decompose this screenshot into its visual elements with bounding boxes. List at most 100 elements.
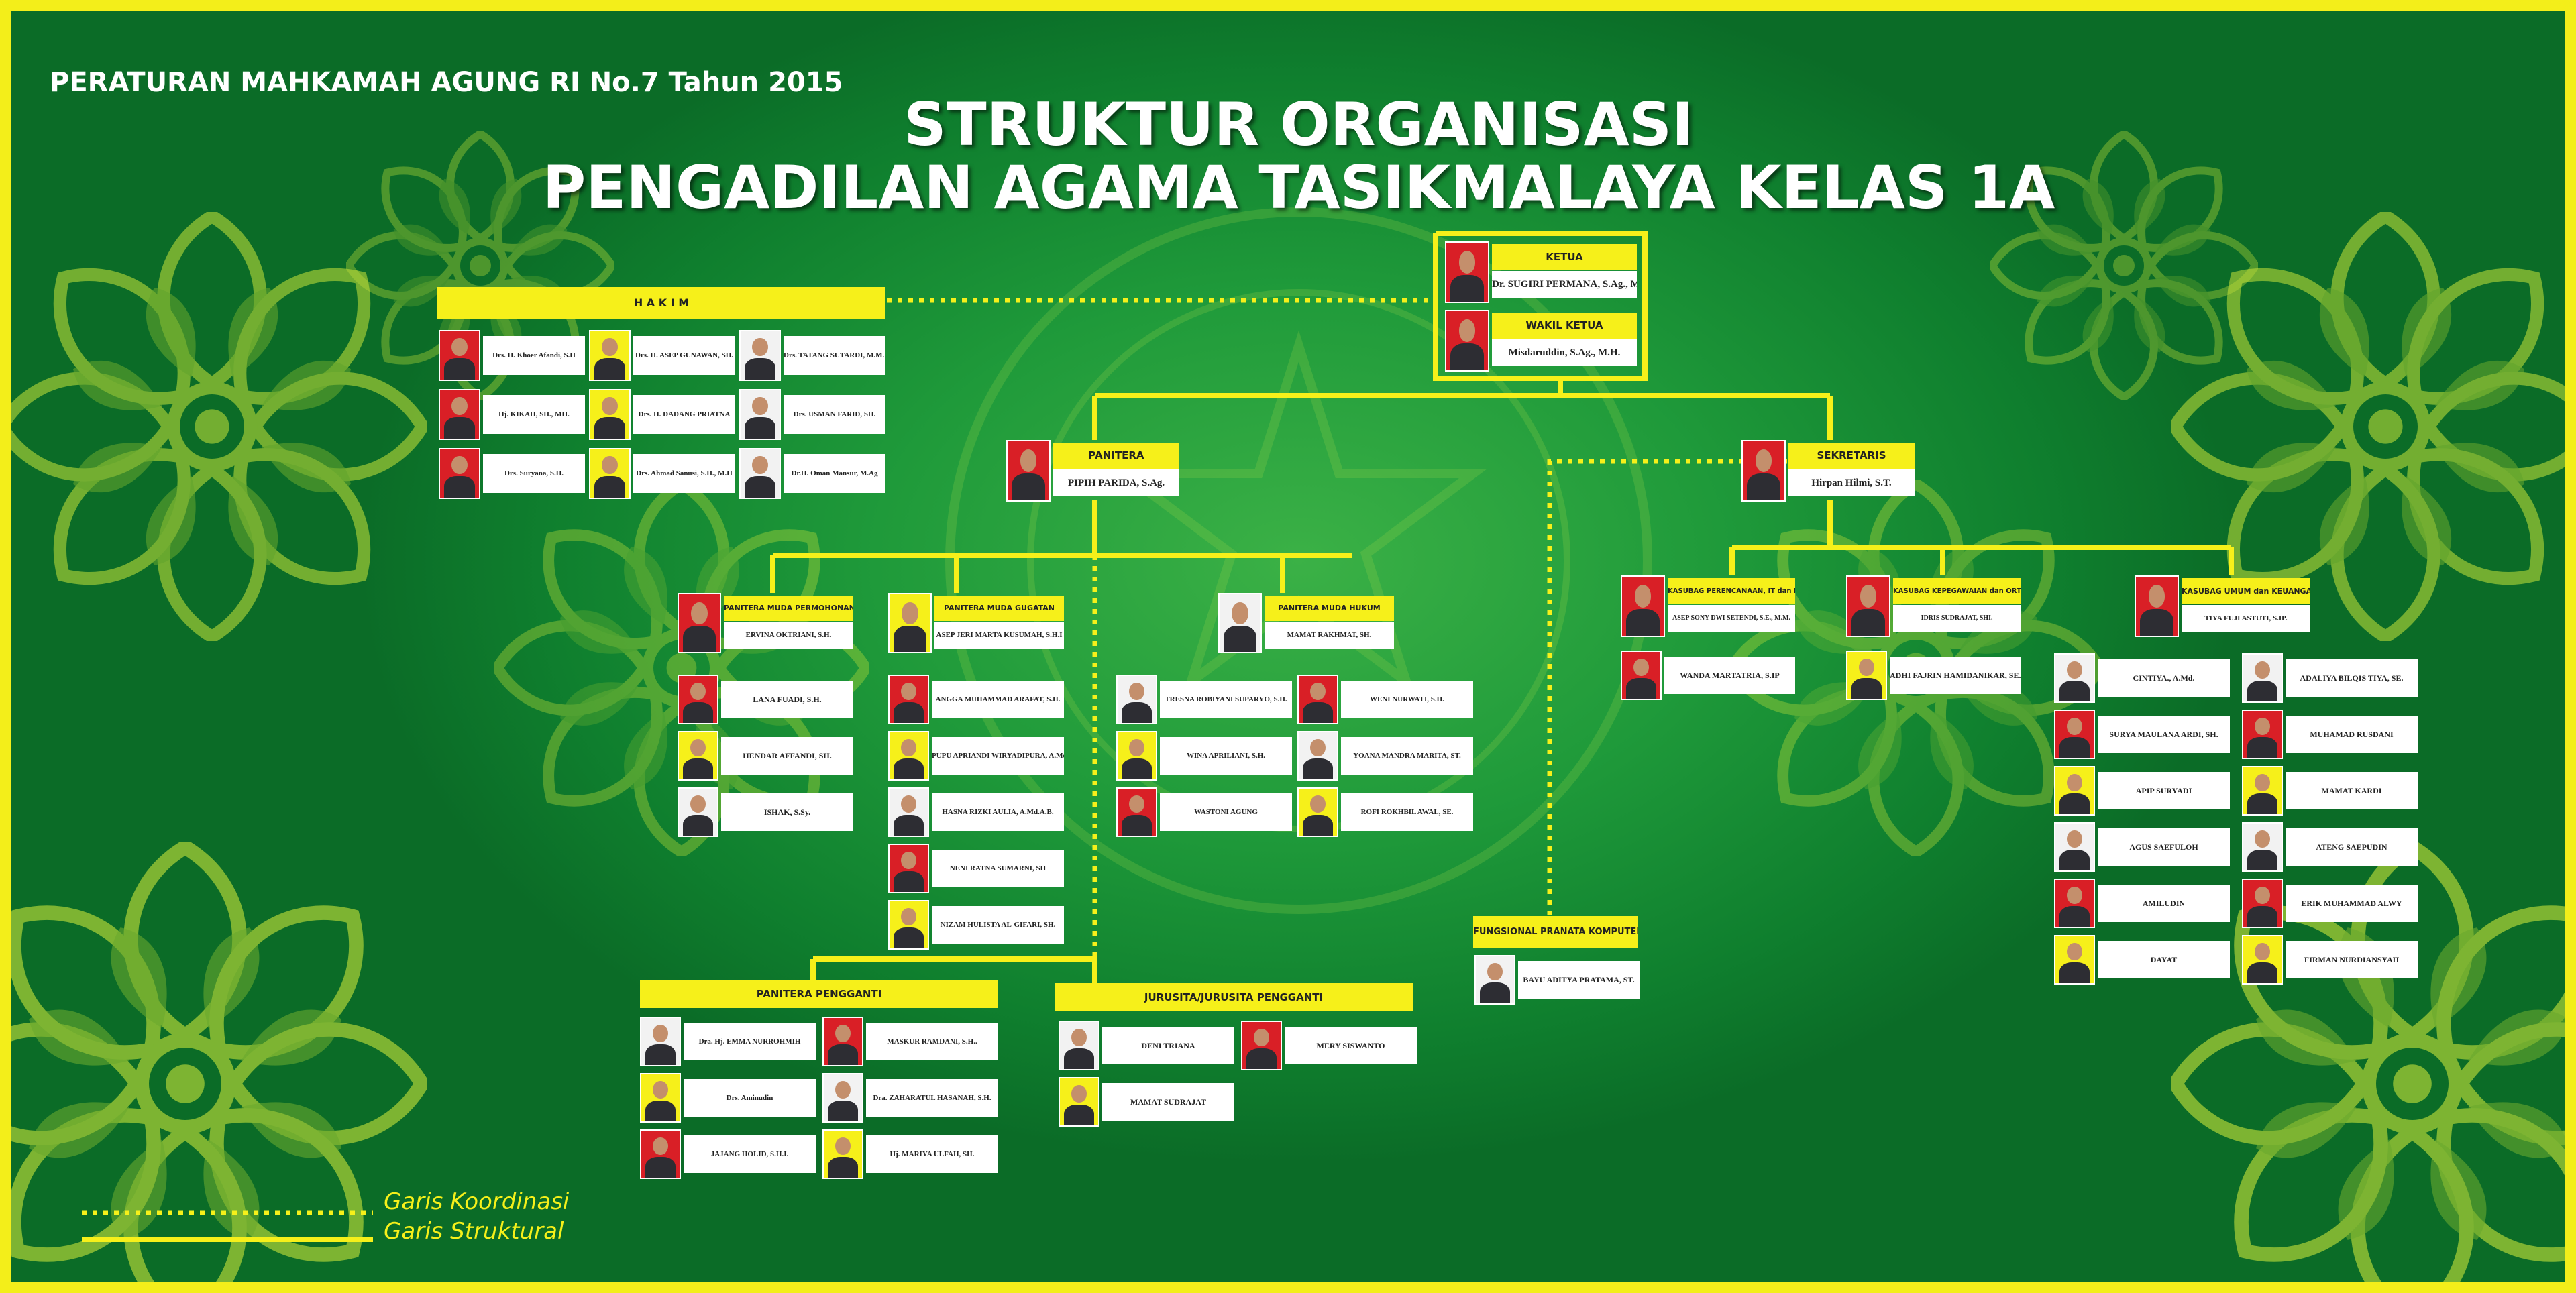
right-arabesque-ornament <box>2171 212 2565 641</box>
kasubag-kepegawaian-photo <box>1846 575 1890 637</box>
kasubag-umum-staff: DAYAT <box>2098 941 2230 978</box>
hakim-member: Drs. TATANG SUTARDI, M.M.A <box>784 336 885 375</box>
panmud-hukum-staff: WASTONI AGUNG <box>1160 793 1292 831</box>
panmud-hukum-name: MAMAT RAKHMAT, SH. <box>1265 622 1394 649</box>
kasubag-umum-staff-photo <box>2054 822 2095 872</box>
panitera-pengganti-member: Dra. ZAHARATUL HASANAH, S.H. <box>866 1079 998 1117</box>
panmud-gugatan-staff-photo <box>888 731 929 781</box>
jurusita-member: MAMAT SUDRAJAT <box>1102 1083 1234 1121</box>
panitera-pengganti-member: Dra. Hj. EMMA NURROHMIH <box>684 1023 816 1060</box>
ketua-name: Dr. SUGIRI PERMANA, S.Ag., M.H. <box>1492 271 1637 298</box>
kasubag-perencanaan-photo <box>1621 575 1665 637</box>
hakim-member-photo <box>439 330 480 381</box>
kasubag-umum-staff: MAMAT KARDI <box>2286 772 2418 809</box>
kasubag-perencanaan-title: KASUBAG PERENCANAAN, IT dan PELAPORAN <box>1668 578 1795 604</box>
panitera-photo <box>1006 440 1051 502</box>
sekretaris-photo <box>1741 440 1786 502</box>
jurusita-member: MERY SISWANTO <box>1285 1027 1417 1064</box>
panitera-pengganti-member: Hj. MARIYA ULFAH, SH. <box>866 1135 998 1173</box>
hakim-member-photo <box>439 448 480 499</box>
title-line-2: PENGADILAN AGAMA TASIKMALAYA KELAS 1A <box>542 153 2055 222</box>
hakim-member: Dr.H. Oman Mansur, M.Ag <box>784 454 885 493</box>
kasubag-umum-staff-photo <box>2054 710 2095 759</box>
panmud-gugatan-staff-photo <box>888 900 929 950</box>
kasubag-umum-staff: SURYA MAULANA ARDI, SH. <box>2098 716 2230 753</box>
kasubag-kepegawaian-staff: ADHI FAJRIN HAMIDANIKAR, SE. <box>1890 657 2021 694</box>
hakim-member-photo <box>439 389 480 440</box>
panitera-pengganti-header: PANITERA PENGGANTI <box>640 980 998 1008</box>
kasubag-kepegawaian-name: IDRIS SUDRAJAT, SHI. <box>1893 605 2021 632</box>
jurusita-member-photo <box>1059 1021 1099 1070</box>
panmud-gugatan-staff: NENI RATNA SUMARNI, SH <box>932 850 1064 887</box>
title-line-1: STRUKTUR ORGANISASI <box>904 90 1694 159</box>
hakim-member: Drs. H. ASEP GUNAWAN, SH. <box>633 336 735 375</box>
panmud-gugatan-title: PANITERA MUDA GUGATAN <box>934 596 1064 621</box>
panmud-permohonan-staff: HENDAR AFFANDI, SH. <box>721 737 853 775</box>
hakim-member: Hj. KIKAH, SH., MH. <box>483 395 585 434</box>
panmud-hukum-staff-photo <box>1116 731 1157 781</box>
legend-structural-label: Garis Struktural <box>384 1218 564 1245</box>
hakim-header: H A K I M <box>437 287 885 319</box>
panitera-pengganti-member: Drs. Aminudin <box>684 1079 816 1117</box>
panmud-gugatan-staff-photo <box>888 675 929 724</box>
ketua-title: KETUA <box>1492 244 1637 270</box>
kasubag-umum-staff: ADALIYA BILQIS TIYA, SE. <box>2286 659 2418 697</box>
kasubag-umum-photo <box>2135 575 2179 637</box>
panmud-permohonan-title: PANITERA MUDA PERMOHONAN <box>724 596 853 621</box>
wakil-ketua-title: WAKIL KETUA <box>1492 313 1637 339</box>
panmud-hukum-staff-photo <box>1116 675 1157 724</box>
jurusita-header: JURUSITA/JURUSITA PENGGANTI <box>1055 983 1413 1011</box>
panmud-hukum-staff: YOANA MANDRA MARITA, ST. <box>1341 737 1473 775</box>
panitera-pengganti-member-photo <box>822 1129 863 1179</box>
kasubag-umum-staff-photo <box>2242 710 2283 759</box>
panmud-hukum-staff-photo <box>1297 787 1338 837</box>
fungsional-header: FUNGSIONAL PRANATA KOMPUTER <box>1473 916 1638 948</box>
panmud-permohonan-staff-photo <box>678 787 718 837</box>
panmud-gugatan-name: ASEP JERI MARTA KUSUMAH, S.H.I <box>934 622 1064 649</box>
kasubag-umum-staff-photo <box>2242 822 2283 872</box>
kasubag-umum-name: TIYA FUJI ASTUTI, S.IP. <box>2182 605 2310 632</box>
panitera-name: PIPIH PARIDA, S.Ag. <box>1053 469 1179 496</box>
hakim-member: Drs. H. Khoer Afandi, S.H <box>483 336 585 375</box>
kasubag-umum-staff-photo <box>2242 653 2283 703</box>
kasubag-perencanaan-staff-photo <box>1621 651 1662 700</box>
panmud-hukum-title: PANITERA MUDA HUKUM <box>1265 596 1394 621</box>
regulation-text: PERATURAN MAHKAMAH AGUNG RI No.7 Tahun 2… <box>50 67 843 98</box>
panmud-permohonan-staff-photo <box>678 731 718 781</box>
panmud-hukum-staff: ROFI ROKHBIL AWAL, SE. <box>1341 793 1473 831</box>
panmud-gugatan-staff-photo <box>888 844 929 893</box>
panmud-hukum-staff: WINA APRILIANI, S.H. <box>1160 737 1292 775</box>
kasubag-umum-staff-photo <box>2054 653 2095 703</box>
kasubag-umum-staff: AGUS SAEFULOH <box>2098 828 2230 866</box>
jurusita-member-photo <box>1059 1077 1099 1127</box>
panmud-permohonan-staff-photo <box>678 675 718 724</box>
connector-lines <box>82 231 2234 1242</box>
fungsional-member: BAYU ADITYA PRATAMA, ST. <box>1518 961 1640 999</box>
hakim-member-photo <box>739 330 781 381</box>
panmud-hukum-staff-photo <box>1297 731 1338 781</box>
panitera-pengganti-member-photo <box>640 1073 681 1123</box>
panmud-permohonan-staff: ISHAK, S.Sy. <box>721 793 853 831</box>
hakim-member-photo <box>739 389 781 440</box>
hakim-member-photo <box>589 389 631 440</box>
hakim-member: Drs. USMAN FARID, SH. <box>784 395 885 434</box>
kasubag-kepegawaian-title: KASUBAG KEPEGAWAIAN dan ORTALA <box>1893 578 2021 604</box>
fungsional-coordination-line <box>1547 459 1830 916</box>
kasubag-umum-staff: FIRMAN NURDIANSYAH <box>2286 941 2418 978</box>
legend-coordination-label: Garis Koordinasi <box>384 1188 570 1215</box>
sekretaris-name: Hirpan Hilmi, S.T. <box>1788 469 1915 496</box>
panmud-gugatan-staff: ANGGA MUHAMMAD ARAFAT, S.H. <box>932 681 1064 718</box>
sekretaris-title: SEKRETARIS <box>1788 443 1915 469</box>
panitera-pengganti-member-photo <box>640 1129 681 1179</box>
panitera-pengganti-member-photo <box>822 1073 863 1123</box>
kasubag-umum-staff: APIP SURYADI <box>2098 772 2230 809</box>
kasubag-umum-staff: AMILUDIN <box>2098 885 2230 922</box>
hakim-member: Drs. H. DADANG PRIATNA <box>633 395 735 434</box>
panmud-permohonan-staff: LANA FUADI, S.H. <box>721 681 853 718</box>
jurusita-member-photo <box>1241 1021 1282 1070</box>
kasubag-umum-staff: MUHAMAD RUSDANI <box>2286 716 2418 753</box>
kasubag-umum-staff-photo <box>2054 935 2095 985</box>
jurusita-member: DENI TRIANA <box>1102 1027 1234 1064</box>
hakim-member: Drs. Ahmad Sanusi, S.H., M.H <box>633 454 735 493</box>
